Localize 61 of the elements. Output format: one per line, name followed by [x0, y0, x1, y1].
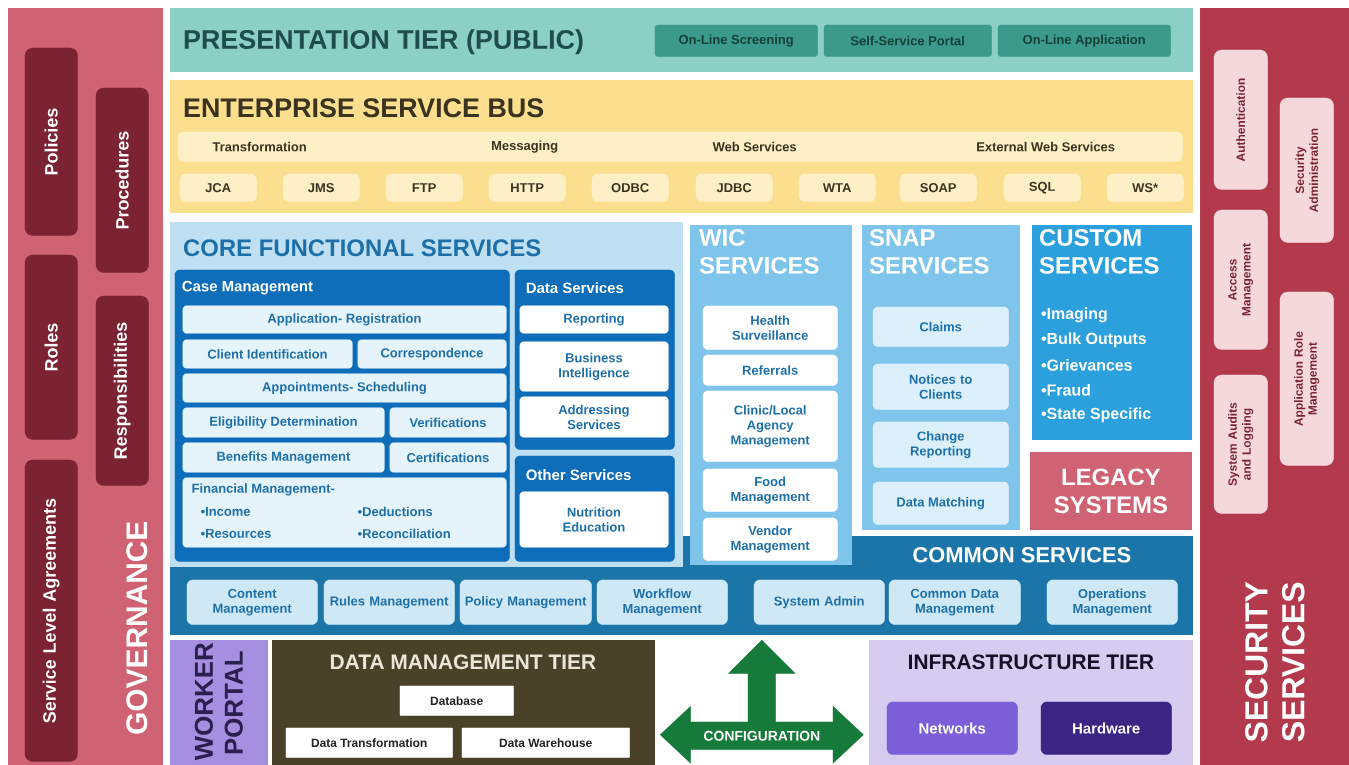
service-box: Certifications	[389, 442, 507, 473]
security-item: Access Management	[1213, 209, 1268, 350]
portal-box: On-Line Screening	[654, 24, 818, 57]
service-box: Financial Management- •Income •Deductions •Resources •Reconciliation	[182, 477, 507, 548]
governance-item: Roles	[24, 254, 78, 440]
security-item: Application Role Management	[1279, 291, 1334, 466]
service-box: Verifications	[389, 407, 507, 438]
component-box: Networks	[886, 701, 1018, 755]
component-box: Data Transformation	[285, 727, 453, 758]
service-strip: Transformation Messaging Web Services External Web Services	[177, 131, 1183, 162]
protocol-box: HTTP	[488, 173, 566, 202]
security-item: Security Administration	[1279, 97, 1334, 243]
service-box: Eligibility Determination	[182, 407, 385, 438]
protocol-box: SOAP	[899, 173, 977, 202]
service-box: Policy Management	[459, 579, 592, 625]
service-box: Data Matching	[872, 481, 1009, 525]
governance-item: Policies	[24, 47, 78, 236]
service-box: Notices to Clients	[872, 363, 1009, 410]
protocol-box: ODBC	[591, 173, 669, 202]
service-box: System Admin	[753, 579, 885, 625]
protocol-box: JMS	[282, 173, 360, 202]
service-box: Food Management	[702, 468, 838, 512]
service-box: Nutrition Education	[519, 491, 669, 548]
protocol-box: JDBC	[695, 173, 773, 202]
legacy-panel: LEGACY SYSTEMS	[1030, 452, 1192, 530]
tier-panel: WORKER PORTAL	[170, 640, 268, 765]
service-box: Content Management	[186, 579, 318, 625]
portal-box: On-Line Application	[997, 24, 1171, 57]
security-item: System Audits and Logging	[1213, 374, 1268, 514]
service-box: Appointments- Scheduling	[182, 373, 507, 403]
service-box: Reporting	[519, 305, 669, 334]
service-box: Operations Management	[1046, 579, 1178, 625]
protocol-box: WS*	[1106, 173, 1184, 202]
service-box: Health Surveillance	[702, 305, 838, 350]
protocol-box: JCA	[179, 173, 257, 202]
protocol-box: WTA	[798, 173, 876, 202]
service-box: Claims	[872, 306, 1009, 347]
service-box: Client Identification	[182, 339, 353, 369]
service-box: Common Data Management	[888, 579, 1021, 625]
security-item: Authentication	[1213, 49, 1268, 190]
service-box: Clinic/Local Agency Management	[702, 390, 838, 462]
service-box: Workflow Management	[596, 579, 728, 625]
service-box: Benefits Management	[182, 442, 385, 473]
component-box: Hardware	[1040, 701, 1172, 755]
governance-item: Procedures	[95, 87, 149, 273]
service-box: Rules Management	[323, 579, 455, 625]
service-box: Application- Registration	[182, 305, 507, 334]
service-box: Referrals	[702, 354, 838, 386]
component-box: Database	[399, 685, 514, 716]
service-box: Vendor Management	[702, 517, 838, 561]
portal-box: Self-Service Portal	[823, 24, 992, 57]
service-box: Correspondence	[357, 339, 507, 369]
protocol-box: FTP	[385, 173, 463, 202]
governance-item: Service Level Agreements	[24, 459, 78, 762]
governance-item: Responsibilities	[95, 295, 149, 486]
service-box: Addressing Services	[519, 396, 669, 438]
service-box: Change Reporting	[872, 421, 1009, 468]
services-panel: CUSTOM SERVICES •Imaging •Bulk Outputs •Grievances •Fraud •State Specific	[1032, 225, 1192, 440]
component-box: Data Warehouse	[461, 727, 630, 758]
service-box: Business Intelligence	[519, 341, 669, 392]
protocol-box: SQL	[1003, 173, 1081, 202]
